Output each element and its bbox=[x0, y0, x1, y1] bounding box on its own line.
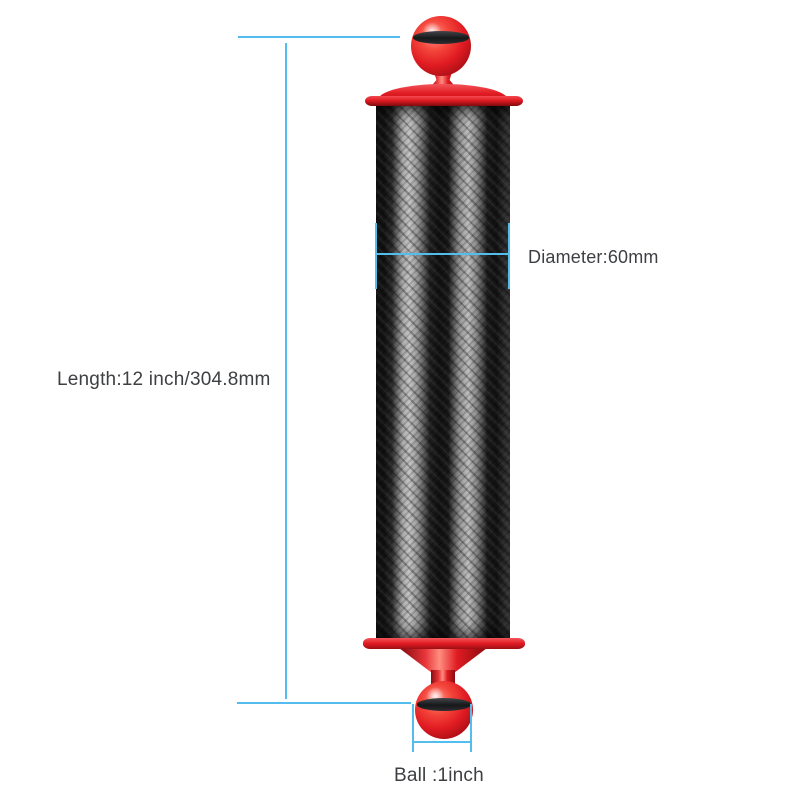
ball-size-label: Ball :1inch bbox=[394, 765, 484, 786]
bottom-end-cap-cone bbox=[399, 648, 487, 672]
bottom-ball-neck bbox=[431, 670, 455, 684]
ball-extension-line-right bbox=[470, 704, 472, 752]
length-label: Length:12 inch/304.8mm bbox=[57, 369, 271, 390]
length-extension-line-top bbox=[238, 36, 400, 38]
bottom-ball-oring bbox=[417, 698, 471, 711]
diameter-extension-line-right bbox=[508, 223, 510, 289]
length-extension-line-bottom bbox=[237, 702, 411, 704]
carbon-fiber-tube bbox=[376, 105, 510, 638]
ball-dimension-line bbox=[414, 741, 470, 743]
length-dimension-line bbox=[285, 43, 287, 699]
bottom-ball-mount bbox=[415, 681, 473, 739]
diameter-extension-line-left bbox=[375, 223, 377, 289]
ball-extension-line-left bbox=[412, 704, 414, 752]
bottom-end-cap-lip bbox=[363, 638, 525, 649]
top-ball-oring bbox=[413, 31, 469, 44]
diameter-dimension-line bbox=[377, 253, 508, 255]
top-end-cap-lip bbox=[365, 96, 523, 106]
top-ball-mount bbox=[411, 16, 471, 76]
diameter-label: Diameter:60mm bbox=[528, 247, 659, 267]
